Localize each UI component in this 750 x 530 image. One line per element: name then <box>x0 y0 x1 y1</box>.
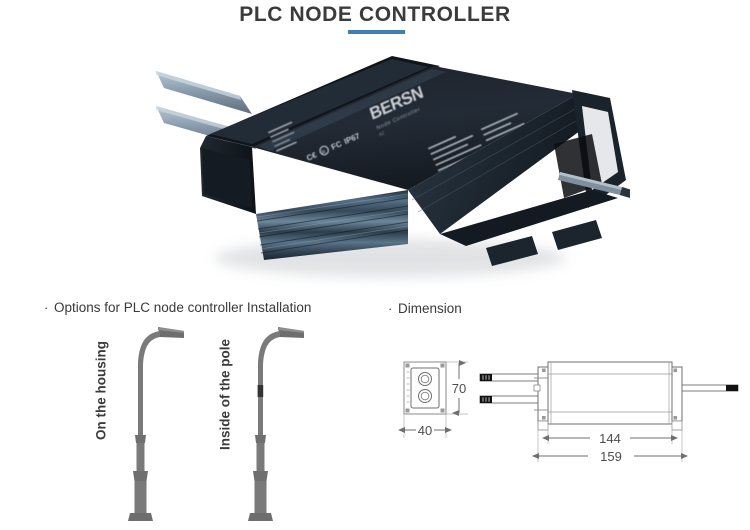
side-view <box>479 361 739 462</box>
svg-text:R: R <box>321 149 327 156</box>
install-option-inside-of-the-pole: Inside of the pole <box>188 325 308 525</box>
dimension-technical-drawing: 70 40 144 159 <box>388 352 740 472</box>
bullet-icon: · <box>388 301 393 316</box>
bullet-icon: · <box>44 300 49 315</box>
section-heading-options: · Options for PLC node controller Install… <box>44 300 311 315</box>
section-heading-dimension-label: Dimension <box>398 301 462 316</box>
section-heading-dimension: · Dimension <box>388 301 462 316</box>
streetlight-pole-illustration <box>218 325 308 525</box>
dimension-value-height: 70 <box>452 381 466 396</box>
right-cable <box>558 172 630 198</box>
dimension-value-body-length: 144 <box>599 431 621 446</box>
section-heading-options-label: Options for PLC node controller Installa… <box>54 300 312 315</box>
svg-text:C€: C€ <box>305 150 319 163</box>
end-view <box>398 360 468 438</box>
controller-placement-marker <box>257 385 264 397</box>
plc-node-controller-photo: BERSN Node Controller A2 C€ R FC IP67 <box>140 48 630 288</box>
svg-text:A2: A2 <box>378 130 385 137</box>
install-option-on-the-housing: On the housing <box>68 325 188 525</box>
dimension-value-overall-length: 159 <box>600 449 622 464</box>
page-title: PLC NODE CONTROLLER <box>239 3 511 26</box>
title-underline-rule <box>348 30 405 34</box>
svg-text:FC: FC <box>330 139 344 152</box>
streetlight-pole-illustration <box>98 325 188 525</box>
dimension-value-width: 40 <box>418 423 432 438</box>
